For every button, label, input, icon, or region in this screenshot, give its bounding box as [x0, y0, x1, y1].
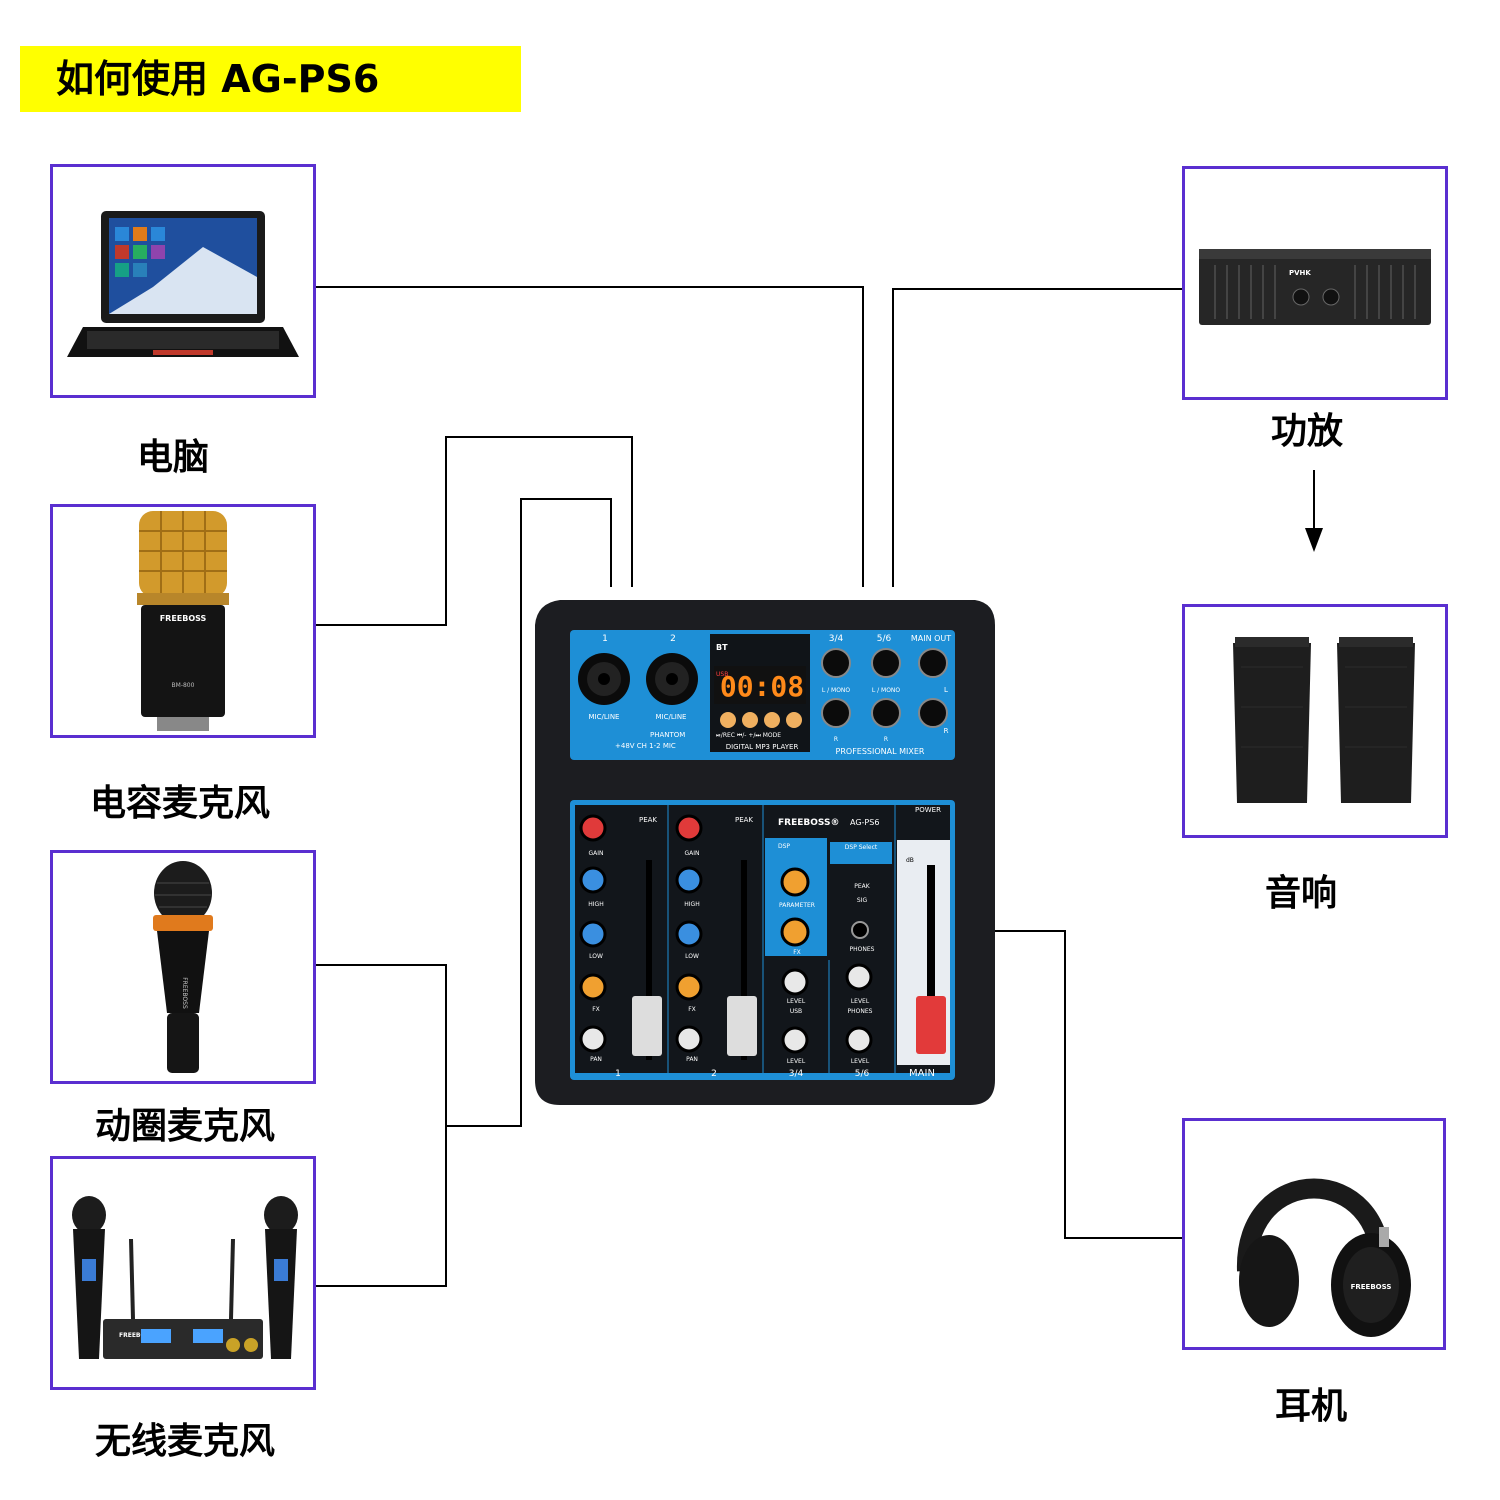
mixer-pan-1: PAN: [590, 1056, 602, 1063]
mixer-mic-line-2: MIC/LINE: [656, 713, 687, 721]
mixer-main-out: MAIN OUT: [911, 634, 951, 643]
mixer-ch1-bottom: 1: [615, 1069, 621, 1079]
mixer-ch1-top: 1: [602, 634, 608, 644]
mixer-brand: FREEBOSS®: [778, 818, 839, 828]
title-banner: 如何使用 AG-PS6: [20, 46, 521, 112]
mixer-model: AG-PS6: [850, 818, 879, 827]
mixer-db: dB: [906, 857, 914, 864]
dynamic-mic-icon: FREEBOSS: [153, 861, 213, 1073]
mixer-ch2-bottom: 2: [711, 1069, 717, 1079]
mixer-low-1: LOW: [589, 953, 603, 960]
mixer-display: 00:08: [720, 670, 804, 703]
wire-mic-bus: [446, 498, 612, 1127]
mixer-player-label: DIGITAL MP3 PLAYER: [726, 743, 799, 751]
headphones-icon: FREEBOSS: [1236, 1178, 1411, 1337]
mixer-r-34: R: [834, 736, 838, 743]
amp-brand: PVHK: [1289, 269, 1311, 277]
mixer-ch34-top: 3/4: [829, 634, 844, 644]
mixer-player-buttons: ⏯/REC ⏮/- +/⏭ MODE: [716, 732, 781, 739]
mixer-power: POWER: [915, 806, 941, 814]
mixer-ch34-bottom: 3/4: [789, 1069, 804, 1079]
mixer-gain-1: GAIN: [588, 850, 603, 857]
mixer-dsp-select: DSP Select: [845, 844, 878, 851]
wire-amplifier: [892, 288, 1183, 587]
label-condenser-mic: 电容麦克风: [89, 783, 270, 824]
mixer-low-2: LOW: [685, 953, 699, 960]
mixer-fx-dsp: FX: [793, 949, 801, 956]
laptop-icon: [67, 211, 299, 357]
mixer-ch56-top: 5/6: [877, 634, 892, 644]
wire-condenser-mic: [316, 436, 633, 626]
label-amplifier: 功放: [1270, 411, 1343, 452]
wire-computer: [314, 286, 864, 587]
mixer-r-main: R: [944, 727, 949, 735]
condenser-mic-brand: FREEBOSS: [160, 614, 207, 623]
arrow-head: [1305, 528, 1323, 552]
mixer-l: L: [944, 686, 948, 694]
mixer-phantom: PHANTOM: [650, 731, 685, 739]
mixer-gain-2: GAIN: [684, 850, 699, 857]
mixer-usb: USB: [790, 1008, 802, 1015]
mixer-high-2: HIGH: [684, 901, 699, 908]
speakers-icon: [1233, 637, 1415, 803]
mixer-pan-2: PAN: [686, 1056, 698, 1063]
headphone-brand: FREEBOSS: [1351, 1283, 1392, 1291]
wireless-mic-icon: FREEBOSS: [72, 1196, 298, 1359]
mixer-level-phones: LEVEL: [851, 998, 870, 1005]
mixer-peak-1: PEAK: [639, 816, 657, 824]
mixer-phantom-sub: +48V CH 1-2 MIC: [615, 742, 676, 750]
mixer-knobs: [579, 814, 873, 1054]
label-speakers: 音响: [1264, 873, 1337, 914]
mixer-level-34: LEVEL: [787, 1058, 806, 1065]
page-title: 如何使用 AG-PS6: [56, 57, 380, 101]
mixer-l-mono-56: L / MONO: [872, 687, 901, 694]
dynamic-mic-frame: FREEBOSS: [50, 850, 316, 1084]
mixer-l-mono-34: L / MONO: [822, 687, 851, 694]
mixer-main: MAIN: [909, 1068, 935, 1079]
mixer-peak-main: PEAK: [854, 883, 871, 890]
wireless-brand: FREEBOSS: [119, 1332, 154, 1339]
condenser-mic-frame: FREEBOSS BM-800: [50, 504, 316, 738]
mixer-level-usb: LEVEL: [787, 998, 806, 1005]
wireless-mic-frame: FREEBOSS: [50, 1156, 316, 1390]
dynamic-mic-brand: FREEBOSS: [181, 977, 188, 1009]
mixer-ch2-top: 2: [670, 634, 676, 644]
mixer-phones-level: PHONES: [848, 1008, 873, 1015]
mixer-phones: PHONES: [850, 946, 875, 953]
mixer-r-56: R: [884, 736, 888, 743]
mixer-bt: BT: [716, 643, 728, 652]
mixer-fx-2: FX: [688, 1006, 696, 1013]
label-computer: 电脑: [136, 437, 209, 478]
amplifier-frame: PVHK: [1182, 166, 1448, 400]
label-headphones: 耳机: [1274, 1386, 1347, 1427]
mixer-professional: PROFESSIONAL MIXER: [836, 747, 925, 756]
mixer-peak-2: PEAK: [735, 816, 753, 824]
condenser-mic-icon: FREEBOSS BM-800: [137, 511, 229, 731]
headphones-frame: FREEBOSS: [1182, 1118, 1446, 1350]
mixer-parameter: PARAMETER: [779, 902, 815, 909]
mixer-fx-1: FX: [592, 1006, 600, 1013]
label-dynamic-mic: 动圈麦克风: [94, 1106, 275, 1147]
computer-frame: [50, 164, 316, 398]
label-wireless-mic: 无线麦克风: [94, 1421, 275, 1462]
mixer-level-56: LEVEL: [851, 1058, 870, 1065]
mixer-sig: SIG: [857, 897, 868, 904]
amplifier-icon: PVHK: [1199, 249, 1431, 325]
speakers-frame: [1182, 604, 1448, 838]
mixer-dsp: DSP: [778, 843, 790, 850]
condenser-mic-model: BM-800: [172, 682, 195, 689]
mixer-mic-line-1: MIC/LINE: [589, 713, 620, 721]
mixer-high-1: HIGH: [588, 901, 603, 908]
mixer-ch56-bottom: 5/6: [855, 1069, 870, 1079]
mixer-usb-tag: USB: [716, 671, 728, 678]
